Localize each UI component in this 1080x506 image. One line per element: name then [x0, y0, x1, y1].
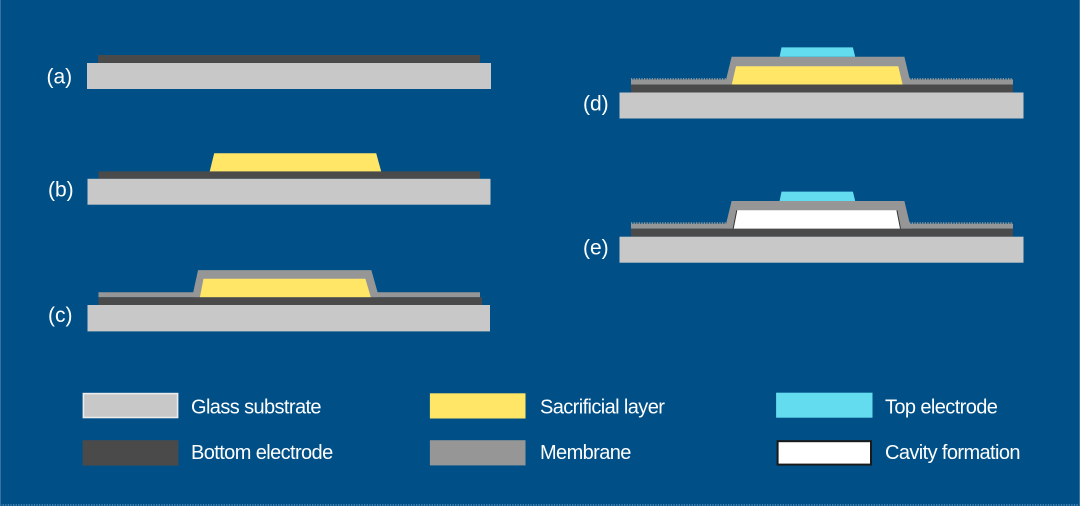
- svg-text:Cavity formation: Cavity formation: [885, 442, 1020, 464]
- svg-text:Membrane: Membrane: [540, 442, 631, 464]
- svg-text:(a): (a): [47, 66, 73, 89]
- svg-text:Top electrode: Top electrode: [885, 397, 998, 419]
- svg-text:Bottom electrode: Bottom electrode: [191, 442, 333, 464]
- svg-text:(d): (d): [583, 92, 609, 115]
- svg-text:(c): (c): [48, 304, 73, 327]
- svg-text:(e): (e): [583, 236, 609, 259]
- svg-text:Glass substrate: Glass substrate: [191, 397, 321, 419]
- svg-text:Sacrificial layer: Sacrificial layer: [540, 397, 665, 419]
- svg-text:(b): (b): [48, 178, 74, 201]
